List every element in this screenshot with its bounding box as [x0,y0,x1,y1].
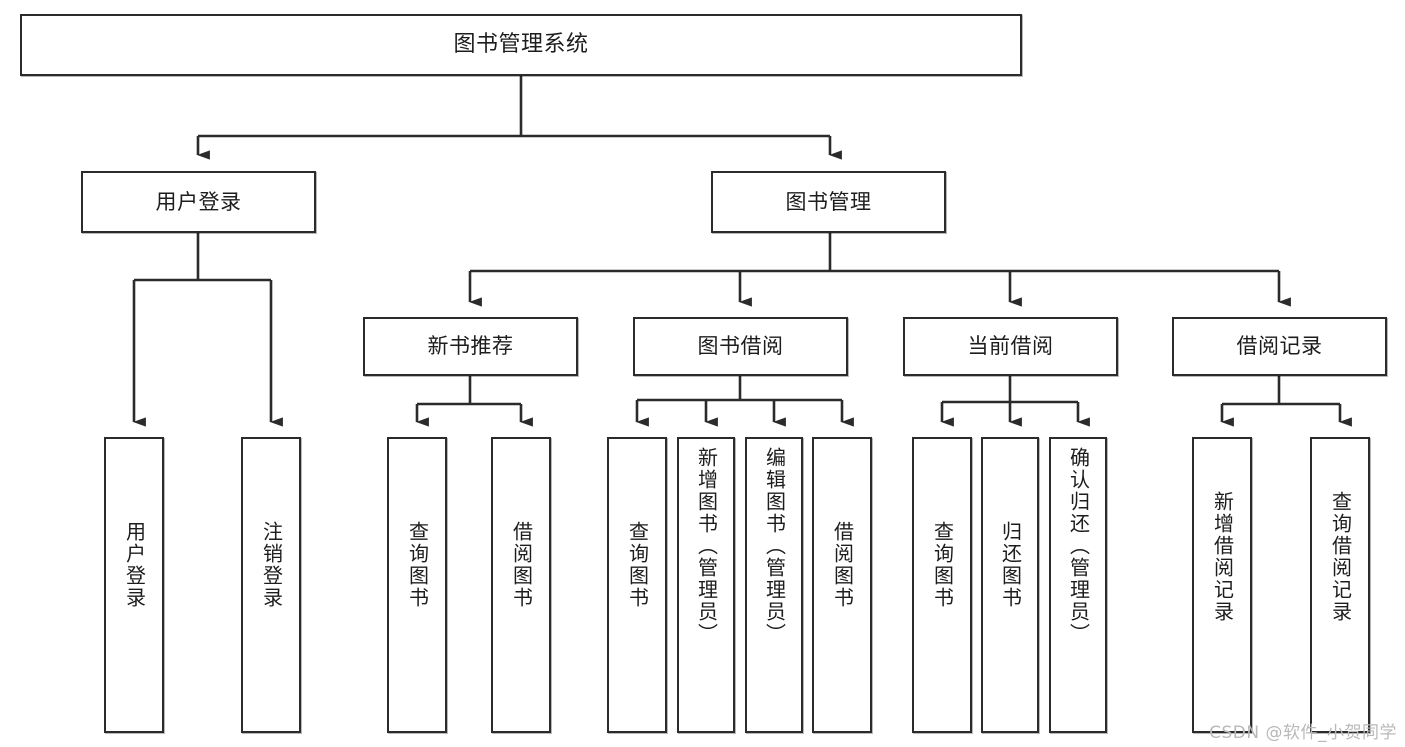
node-leaf-confirm-return-admin[interactable]: 确认归还（管理员） [1049,437,1107,733]
node-user-login[interactable]: 用户登录 [81,171,316,233]
node-label: 查询图书 [405,521,430,609]
node-label: 新增借阅记录 [1210,491,1235,623]
node-leaf-return-book[interactable]: 归还图书 [981,437,1039,733]
node-label: 查询图书 [930,521,955,609]
node-leaf-query-book-borrow[interactable]: 查询图书 [607,437,667,733]
node-label: 图书管理系统 [453,32,589,57]
node-leaf-add-borrow-record[interactable]: 新增借阅记录 [1192,437,1252,733]
node-label: 新增图书（管理员） [694,447,719,645]
node-leaf-query-book-recommend[interactable]: 查询图书 [387,437,447,733]
node-leaf-logout[interactable]: 注销登录 [241,437,301,733]
node-label: 归还图书 [998,521,1023,609]
node-label: 借阅图书 [509,521,534,609]
node-label: 借阅图书 [830,521,855,609]
node-label: 图书借阅 [697,334,784,358]
node-label: 用户登录 [122,521,147,609]
node-label: 注销登录 [259,521,284,609]
node-label: 确认归还（管理员） [1066,447,1091,645]
node-label: 查询图书 [625,521,650,609]
node-label: 新书推荐 [427,334,514,358]
csdn-watermark: CSDN @软件_小贺同学 [1209,723,1397,743]
node-label: 借阅记录 [1236,334,1323,358]
node-label: 当前借阅 [967,334,1054,358]
node-book-management[interactable]: 图书管理 [711,171,946,233]
node-leaf-user-login[interactable]: 用户登录 [104,437,164,733]
node-borrow-record[interactable]: 借阅记录 [1172,317,1387,376]
node-label: 图书管理 [785,189,872,214]
node-new-book-recommend[interactable]: 新书推荐 [363,317,578,376]
node-label: 查询借阅记录 [1328,491,1353,623]
node-book-borrow[interactable]: 图书借阅 [633,317,848,376]
node-leaf-add-book-admin[interactable]: 新增图书（管理员） [677,437,735,733]
node-root-book-management-system[interactable]: 图书管理系统 [20,14,1022,76]
node-leaf-query-borrow-record[interactable]: 查询借阅记录 [1310,437,1370,733]
node-leaf-query-book-current[interactable]: 查询图书 [912,437,972,733]
node-label: 用户登录 [155,189,242,214]
node-leaf-borrow-book[interactable]: 借阅图书 [812,437,872,733]
node-current-borrow[interactable]: 当前借阅 [903,317,1118,376]
node-leaf-borrow-book-recommend[interactable]: 借阅图书 [491,437,551,733]
node-label: 编辑图书（管理员） [762,447,787,645]
node-leaf-edit-book-admin[interactable]: 编辑图书（管理员） [745,437,803,733]
